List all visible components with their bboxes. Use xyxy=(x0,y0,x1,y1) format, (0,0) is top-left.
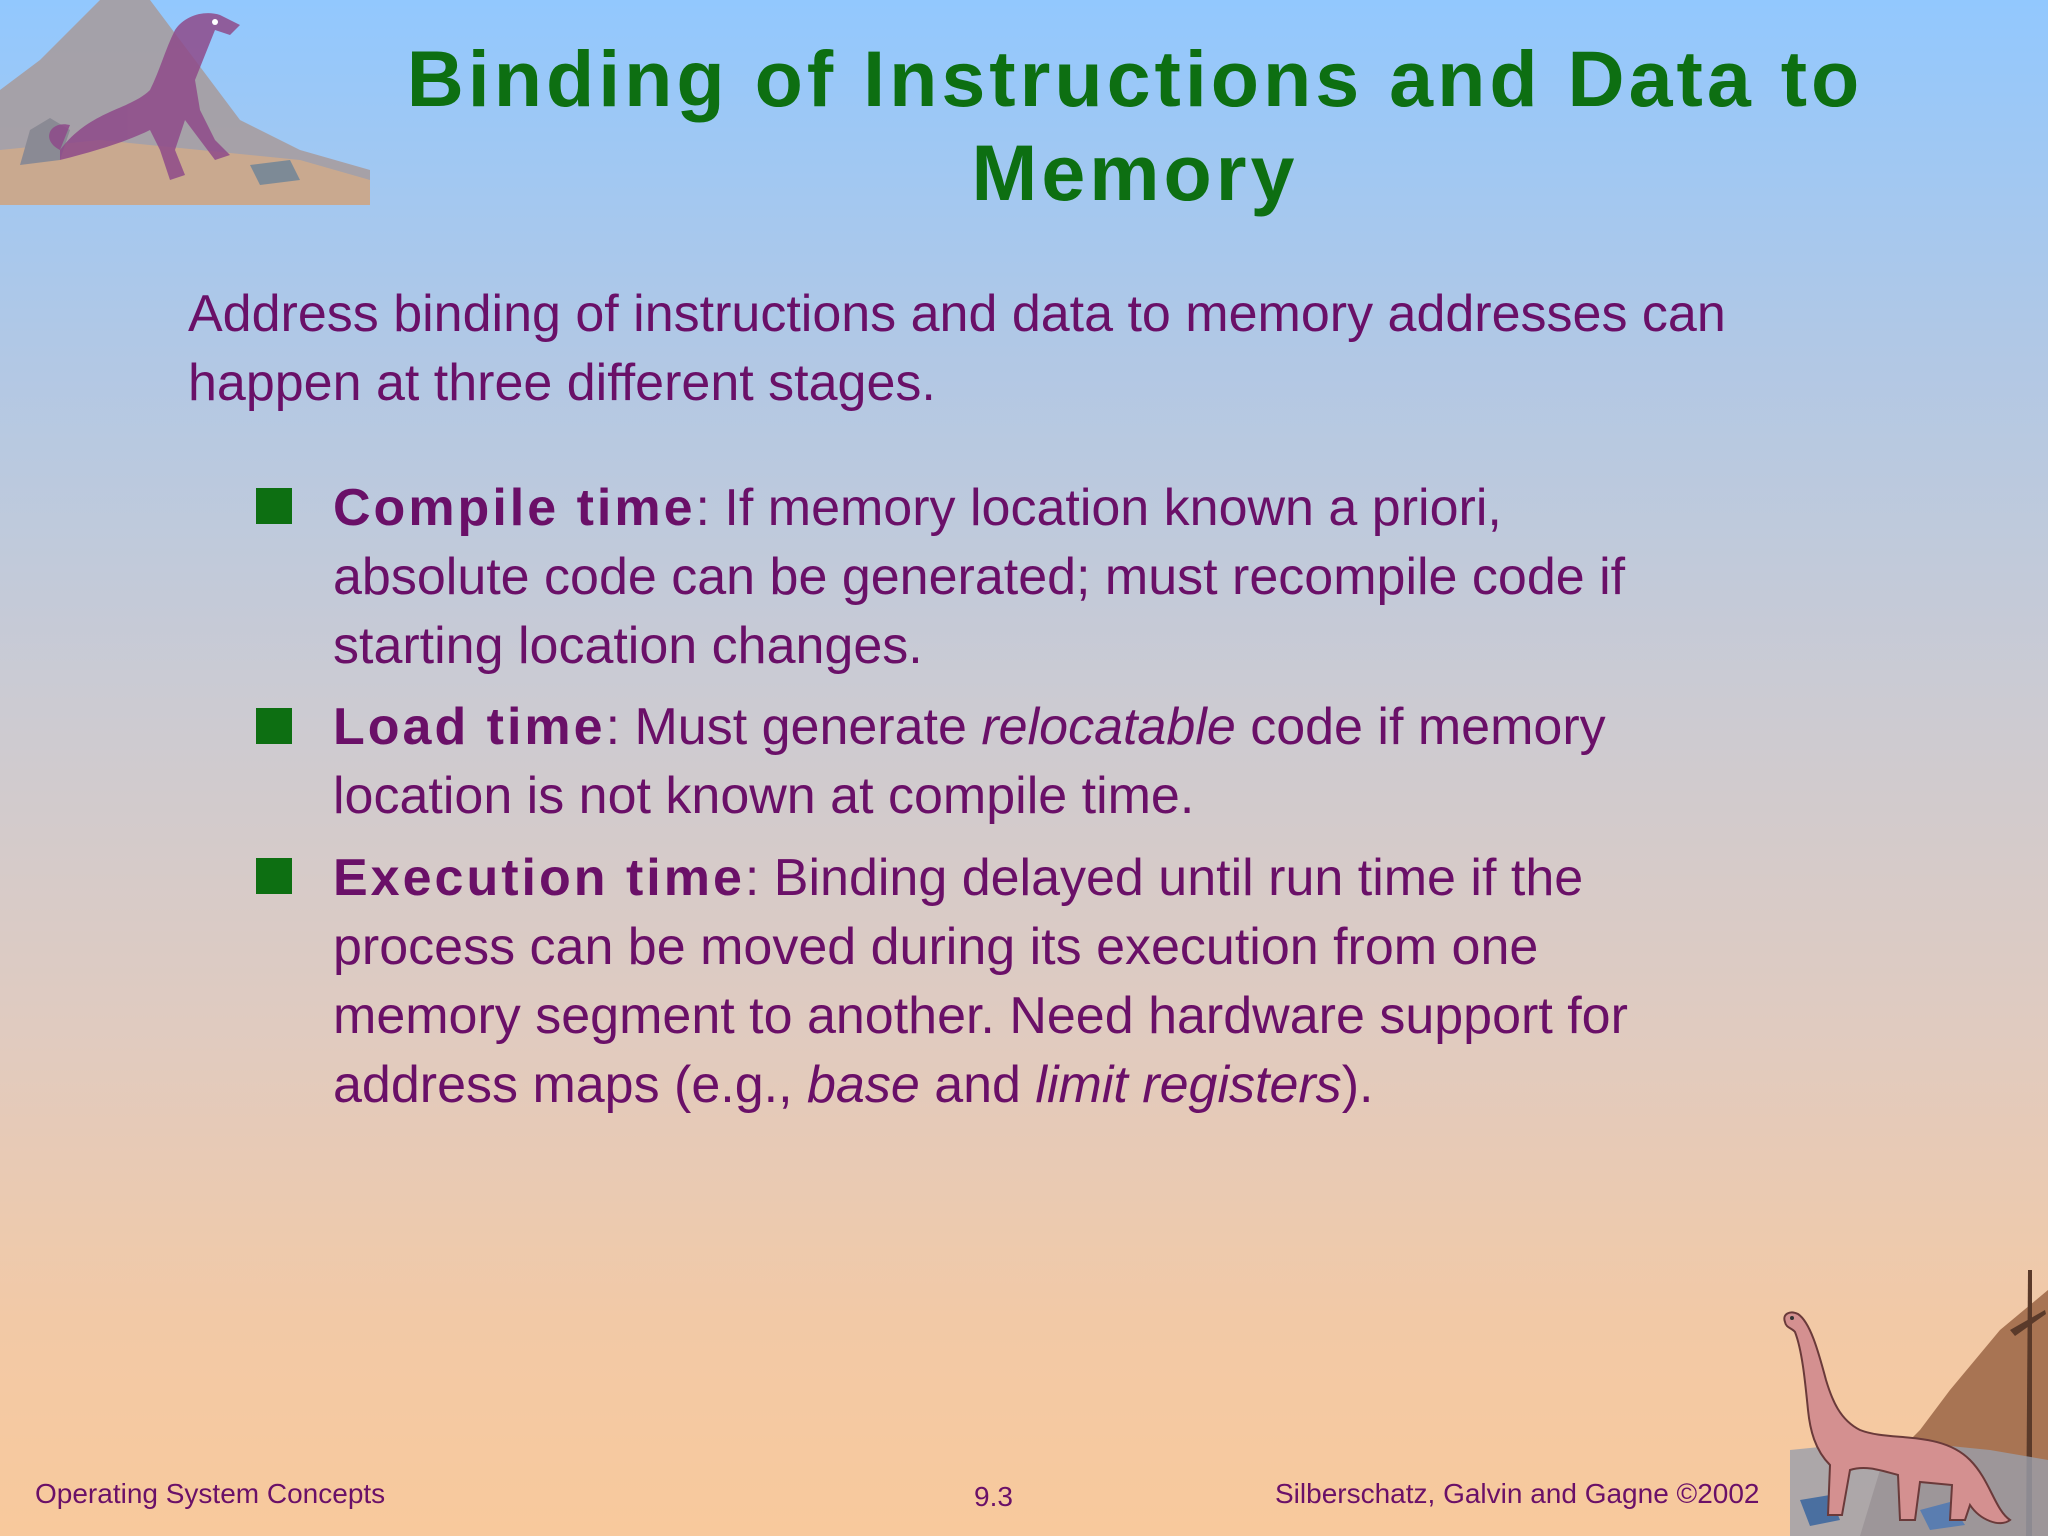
square-bullet-icon xyxy=(256,708,292,744)
footer-course-title: Operating System Concepts xyxy=(35,1478,386,1509)
bullet-term: Compile time xyxy=(333,479,696,537)
square-bullet-icon xyxy=(256,858,292,894)
brontosaurus-illustration xyxy=(1783,1270,2048,1536)
bullet-term: Execution time xyxy=(333,849,745,907)
bullet-term: Load time xyxy=(333,698,606,756)
trex-illustration xyxy=(0,0,370,205)
square-bullet-icon xyxy=(256,488,292,524)
bullet-text: Load time: Must generate relocatable cod… xyxy=(333,698,1606,825)
slide-title: Binding of Instructions and Data to Memo… xyxy=(360,32,1910,220)
title-line-2: Memory xyxy=(971,128,1299,217)
footer-slide-number: 9.3 xyxy=(974,1481,1013,1512)
intro-line-1: Address binding of instructions and data… xyxy=(188,285,1726,343)
title-line-1: Binding of Instructions and Data to xyxy=(406,34,1864,123)
intro-paragraph: Address binding of instructions and data… xyxy=(188,280,1948,418)
footer-copyright: Silberschatz, Galvin and Gagne ©2002 xyxy=(1275,1478,1760,1509)
bullet-text: Compile time: If memory location known a… xyxy=(333,479,1626,675)
intro-line-2: happen at three different stages. xyxy=(188,354,936,412)
bullet-text: Execution time: Binding delayed until ru… xyxy=(333,849,1628,1114)
